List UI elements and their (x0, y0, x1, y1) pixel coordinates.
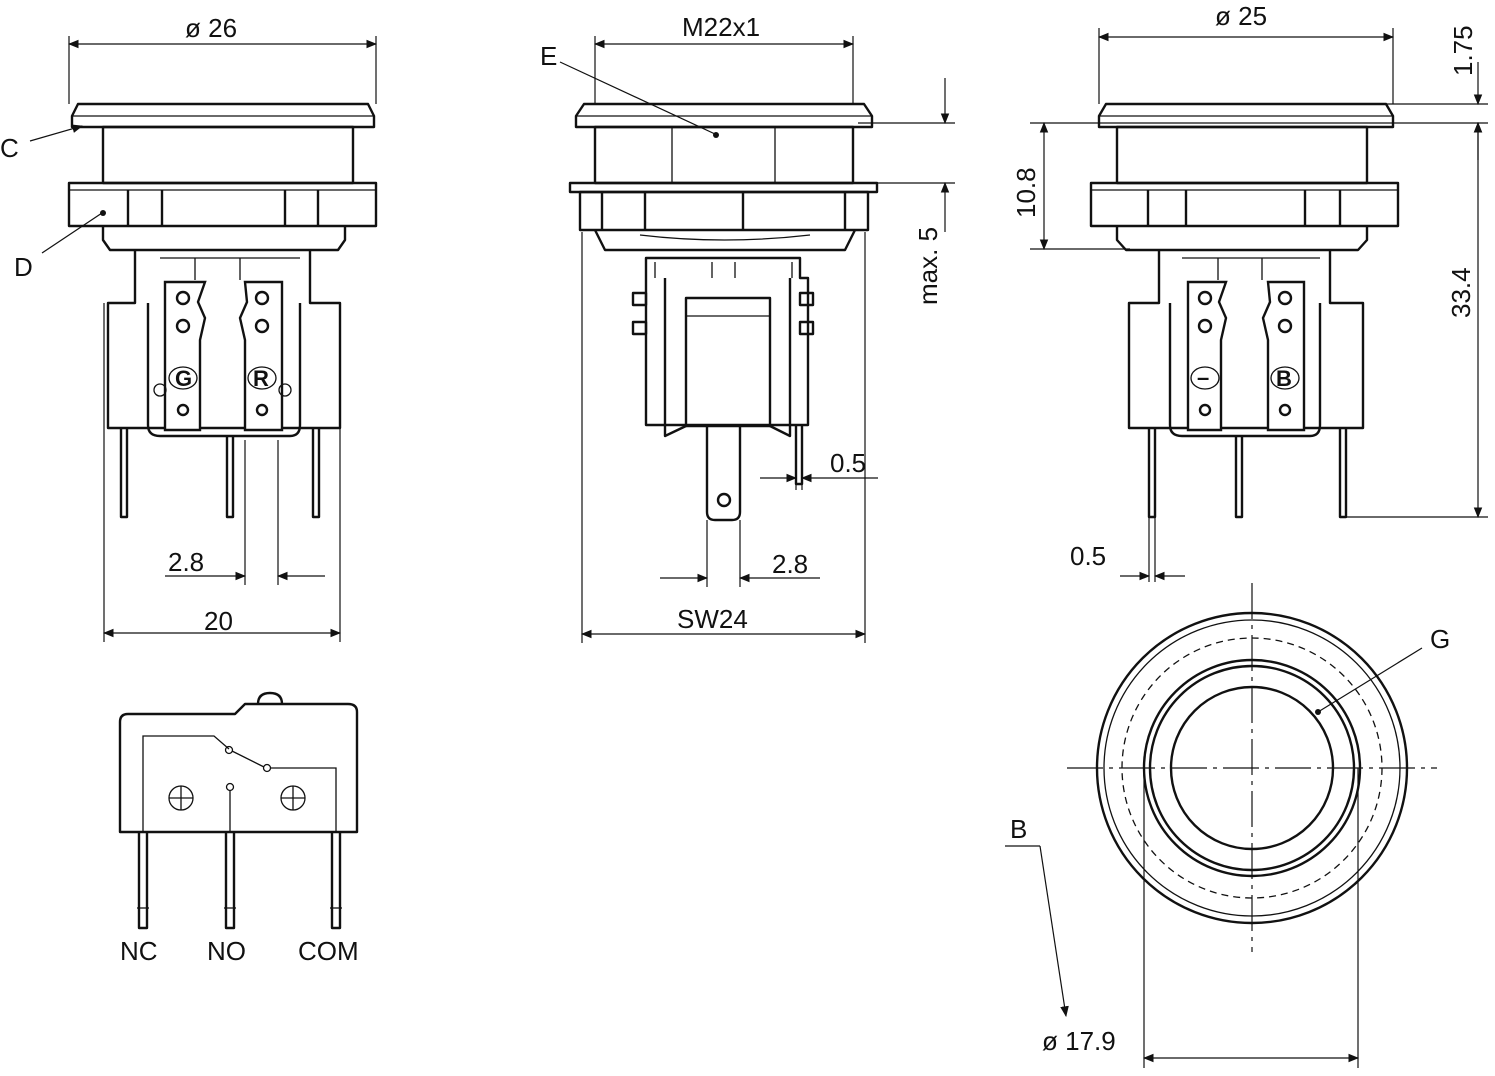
callout-g: G (1430, 624, 1450, 654)
front-diameter-label: ø 26 (185, 13, 237, 43)
callout-e: E (540, 41, 557, 71)
schematic-nc-label: NC (120, 936, 158, 966)
front-pitch-label: 2.8 (168, 547, 204, 577)
side-thread-label: M22x1 (682, 12, 760, 42)
schematic-com-label: COM (298, 936, 359, 966)
top-dimensions: ø 17.9 B (1005, 768, 1360, 1068)
front-dimensions: ø 26 2.8 20 C D (0, 13, 378, 642)
callout-d: D (14, 252, 33, 282)
side-dimensions: M22x1 E max. 5 0.5 2.8 SW24 (540, 12, 955, 643)
right-diameter-label: ø 25 (1215, 1, 1267, 31)
side-view (568, 102, 879, 522)
right-body-height-label: 10.8 (1011, 167, 1041, 218)
front-terminal-mark-left: G (175, 366, 192, 391)
callout-c: C (0, 133, 19, 163)
right-terminal-mark-right: B (1276, 366, 1292, 391)
switch-schematic: NC NO COM (118, 691, 359, 966)
side-wrench-label: SW24 (677, 604, 748, 634)
right-view: – B (1089, 102, 1400, 519)
schematic-no-label: NO (207, 936, 246, 966)
right-bezel-height-label: 1.75 (1448, 25, 1478, 76)
right-terminal-mark-left: – (1197, 365, 1209, 390)
callout-b: B (1010, 814, 1027, 844)
top-view: G (1067, 583, 1450, 952)
front-view: G R (67, 102, 378, 519)
right-total-height-label: 33.4 (1446, 267, 1476, 318)
right-pin-thickness-label: 0.5 (1070, 541, 1106, 571)
side-pin-thickness-label: 0.5 (830, 448, 866, 478)
right-dimensions: ø 25 1.75 10.8 33.4 0.5 (1011, 1, 1488, 582)
side-pin-width-label: 2.8 (772, 549, 808, 579)
side-panel-label: max. 5 (913, 227, 943, 305)
front-width-label: 20 (204, 606, 233, 636)
front-terminal-mark-right: R (253, 366, 269, 391)
top-cutout-diameter-label: ø 17.9 (1042, 1026, 1116, 1056)
